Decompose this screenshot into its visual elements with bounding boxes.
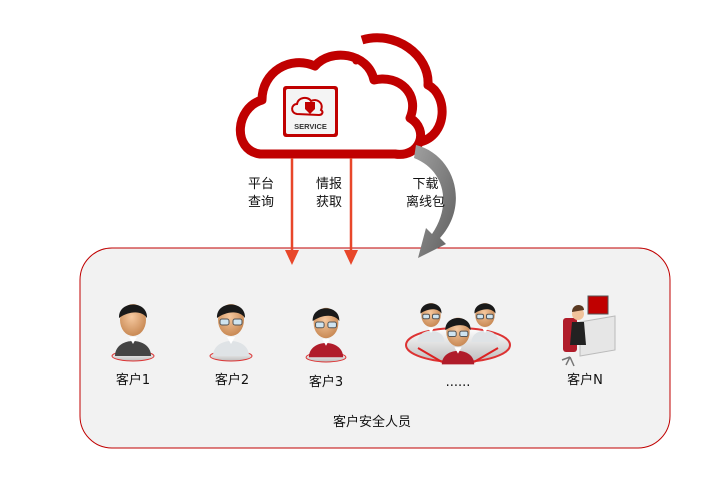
- label-line: 查询: [248, 195, 275, 210]
- client-3-avatar-icon: [305, 307, 347, 363]
- arrow-label-platform-query: 平台 查询: [248, 176, 274, 212]
- group-member-icon: [417, 303, 445, 342]
- client-2-avatar-icon: [209, 304, 253, 362]
- label-line: 获取: [316, 195, 343, 210]
- client-1-avatar-icon: [111, 304, 155, 362]
- label-line: 平台: [248, 177, 275, 192]
- client-n-workstation-icon: [561, 295, 616, 367]
- client-panel: [79, 247, 671, 449]
- label-line: 下载: [412, 177, 439, 192]
- client-label-2: 客户2: [214, 373, 250, 388]
- service-logo-text: SERVICE: [294, 122, 327, 131]
- client-label-3: 客户3: [308, 375, 344, 390]
- label-line: 情报: [316, 177, 343, 192]
- panel-title: 客户安全人员: [332, 415, 411, 430]
- arrow-label-download-offline: 下载 离线包: [406, 176, 445, 212]
- cloud-dot: [352, 57, 360, 65]
- cloud-service-icon: [235, 33, 447, 159]
- service-logo: SERVICE: [283, 86, 338, 137]
- group-leader-icon: [441, 317, 475, 365]
- client-label-n: 客户N: [567, 373, 603, 388]
- label-line: 离线包: [406, 195, 446, 210]
- client-label-more: ......: [445, 375, 471, 390]
- arrow-download-offline: [414, 145, 456, 258]
- arrow-intel-fetch: [344, 158, 358, 265]
- arrow-label-intel-fetch: 情报 获取: [316, 176, 342, 212]
- client-label-1: 客户1: [115, 373, 151, 388]
- arrow-platform-query: [285, 158, 299, 265]
- group-member-icon: [471, 303, 499, 342]
